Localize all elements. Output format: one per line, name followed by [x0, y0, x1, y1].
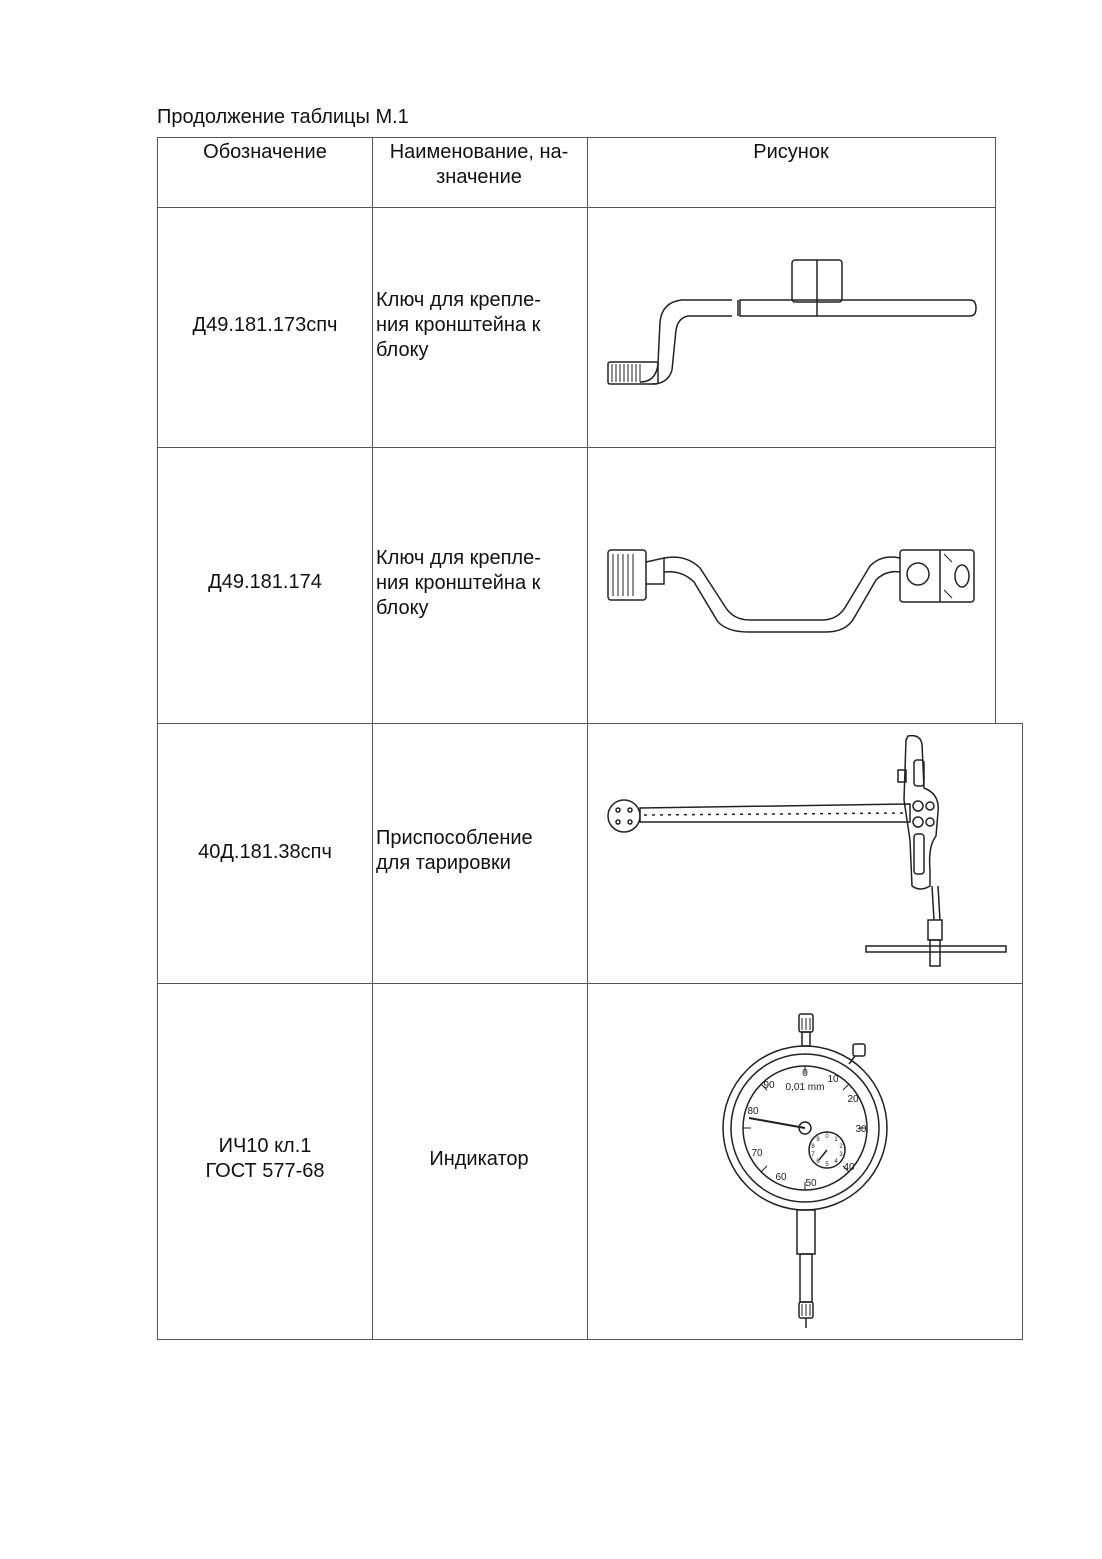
small-dial-5: 5 — [825, 1162, 829, 1168]
header-divider — [157, 207, 996, 208]
dial-unit-label: 0,01 mm — [786, 1082, 825, 1093]
dial-outer-0: 0 — [802, 1068, 808, 1079]
small-dial-2: 2 — [839, 1144, 843, 1150]
table-border-top — [157, 137, 996, 138]
small-dial-7: 7 — [811, 1152, 815, 1158]
double-socket-wrench-drawing — [600, 540, 985, 640]
row-3-name: Приспособление для тарировки — [376, 827, 533, 874]
small-dial-3: 3 — [839, 1152, 843, 1158]
table-border-right-lower — [1022, 723, 1023, 1340]
table-border-bottom — [157, 1339, 1023, 1340]
dial-indicator-drawing: 0,01 mm 0 10 20 30 40 50 60 70 80 90 0 1… — [715, 1010, 895, 1330]
row-2-name: Ключ для крепле- ния кронштейна к блоку — [376, 547, 541, 619]
column-divider-1 — [372, 137, 373, 1340]
small-dial-1: 1 — [834, 1137, 838, 1143]
column-divider-2 — [587, 137, 588, 1340]
small-dial-0: 0 — [825, 1134, 829, 1140]
row-1-designation: Д49.181.173спч — [192, 314, 338, 336]
small-dial-4: 4 — [834, 1159, 838, 1165]
row-3-designation: 40Д.181.38спч — [198, 841, 332, 863]
dial-outer-80: 80 — [747, 1106, 759, 1117]
dial-outer-30: 30 — [855, 1124, 867, 1135]
row-4-designation: ИЧ10 кл.1 ГОСТ 577-68 — [205, 1135, 325, 1182]
dial-outer-10: 10 — [827, 1074, 839, 1085]
table-border-left — [157, 137, 158, 1340]
header-name: Наименование, на- значение — [389, 141, 569, 188]
row-1-name: Ключ для крепле- ния кронштейна к блоку — [376, 289, 541, 361]
row-2-designation: Д49.181.174 — [208, 571, 322, 593]
small-dial-6: 6 — [816, 1159, 820, 1165]
header-designation: Обозначение — [203, 141, 327, 163]
row-divider-2 — [157, 723, 1023, 724]
dial-outer-70: 70 — [751, 1148, 763, 1159]
dial-outer-40: 40 — [843, 1162, 855, 1173]
small-dial-9: 9 — [816, 1137, 820, 1143]
dial-outer-50: 50 — [805, 1178, 817, 1189]
calibration-fixture-drawing — [600, 730, 1010, 970]
table-border-right-upper — [995, 137, 996, 724]
dial-outer-90: 90 — [763, 1080, 775, 1091]
table-caption: Продолжение таблицы М.1 — [157, 106, 409, 128]
row-4-name: Индикатор — [429, 1148, 529, 1170]
dial-outer-20: 20 — [847, 1094, 859, 1105]
row-divider-1 — [157, 447, 996, 448]
header-figure: Рисунок — [753, 141, 829, 163]
offset-wrench-drawing — [600, 250, 985, 390]
small-dial-8: 8 — [811, 1144, 815, 1150]
dial-outer-60: 60 — [775, 1172, 787, 1183]
row-divider-3 — [157, 983, 1023, 984]
